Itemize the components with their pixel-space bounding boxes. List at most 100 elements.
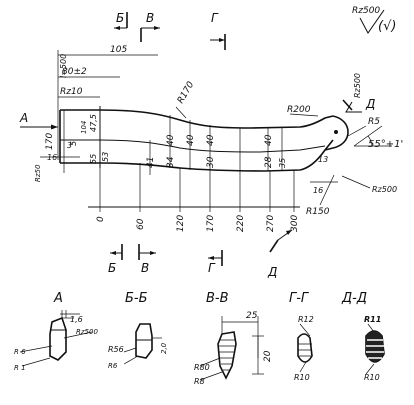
view-v-25: 25: [246, 311, 258, 321]
roughness-paren: (√): [378, 19, 396, 34]
view-v-r80: R80: [194, 363, 210, 372]
dim-80: 80±2: [62, 67, 87, 77]
view-b-b: [123, 323, 162, 365]
view-g-r10: R10: [294, 373, 310, 382]
roughness-mark-tip: [345, 101, 362, 113]
arrowhead: [286, 230, 292, 235]
x-pos-120: 120: [176, 215, 186, 232]
view-a-r6: R 6: [14, 348, 26, 356]
label-r150: R150: [306, 207, 330, 217]
x-position-ticks: [99, 163, 295, 212]
view-b-r56: R56: [108, 345, 124, 354]
section-title-v: В-В: [206, 291, 229, 306]
dim-40-b: 40: [186, 134, 196, 146]
section-title-b: Б-Б: [125, 291, 148, 306]
view-a-dim-1-6: 1,6: [70, 315, 83, 324]
dim-16: 16: [47, 153, 57, 162]
view-v-r8: R8: [194, 377, 205, 386]
label-angle: 55°+1': [368, 139, 403, 150]
view-v-20: 20: [263, 350, 273, 362]
section-title-a: А: [53, 291, 63, 306]
label-rz500: Rz500: [353, 73, 362, 98]
leader-r150: [319, 174, 335, 206]
view-v-v: [199, 316, 264, 381]
x-pos-270: 270: [266, 215, 276, 232]
dim-40-d: 40: [264, 134, 274, 146]
section-mark-b-top: Б: [116, 11, 124, 25]
dim-3: 3: [67, 141, 72, 150]
dim-5: 5: [69, 141, 78, 146]
leader-rz500: [341, 175, 371, 189]
dim-30: 30: [206, 156, 216, 168]
label-r5: R5: [368, 117, 380, 127]
arrowhead: [51, 124, 58, 130]
view-a-r1: R 1: [14, 364, 26, 372]
view-g-g: [297, 323, 313, 373]
profile-middle-line: [60, 139, 326, 153]
profile-upper-edge: [60, 109, 334, 129]
section-mark-g-bottom: Г: [208, 261, 216, 275]
arrowhead: [150, 251, 156, 255]
tip-center-point: [334, 130, 338, 134]
label-rz10: Rz10: [60, 87, 83, 97]
view-d-r10: R10: [364, 373, 380, 382]
section-mark-d-top: Д: [365, 97, 375, 111]
section-title-g: Г-Г: [289, 291, 310, 306]
section-mark-d-bottom: Д: [267, 265, 277, 279]
view-d-r11: R11: [364, 315, 381, 324]
label-r200: R200: [287, 105, 311, 115]
label-rz50: Rz50: [34, 164, 42, 182]
view-b-2-0: 2,0: [160, 342, 168, 354]
arrowhead: [154, 26, 160, 30]
section-mark-g-top: Г: [211, 11, 219, 25]
x-pos-170: 170: [206, 215, 216, 232]
dim-13: 13: [318, 155, 328, 164]
dim-105: 105: [110, 45, 127, 55]
arrowhead: [114, 26, 120, 30]
leader-r200: [289, 113, 319, 117]
roughness-check-symbol: [359, 9, 385, 34]
dim-104: 104: [80, 121, 88, 134]
label-r170: R170: [176, 80, 197, 106]
label-l500: l=500: [59, 54, 68, 78]
profile-tip: [324, 115, 349, 151]
roughness-value: Rz500: [352, 6, 380, 16]
view-g-r12: R12: [298, 315, 314, 324]
dim-28: 28: [264, 156, 274, 168]
arrowhead: [208, 256, 214, 260]
view-a: [19, 310, 93, 367]
mid-dimensions: [149, 115, 283, 175]
x-pos-220: 220: [236, 215, 246, 232]
dim-53: 53: [101, 152, 110, 162]
leader-r5: [347, 125, 367, 137]
label-rz500-lower: Rz500: [372, 185, 397, 194]
arrowhead: [110, 251, 116, 255]
view-b-r6: R6: [108, 362, 118, 370]
cut-line-d-bottom: [269, 239, 279, 253]
section-mark-v-top: В: [146, 11, 154, 25]
dim-170: 170: [45, 133, 55, 150]
dim-16-small: 16: [313, 186, 323, 195]
dim-47-5: 47,5: [89, 114, 98, 132]
cut-line-d: [342, 99, 353, 111]
section-mark-b-bottom: Б: [108, 261, 116, 275]
dim-40-a: 40: [166, 134, 176, 146]
dim-41: 41: [146, 157, 156, 168]
view-mark-a: А: [19, 111, 28, 125]
view-a-rz500: Rz500: [76, 328, 98, 336]
dim-55: 55: [89, 154, 98, 164]
dim-35: 35: [278, 158, 287, 168]
leader-r170: [175, 106, 187, 119]
x-pos-60: 60: [136, 218, 146, 230]
dim-40-c: 40: [206, 134, 216, 146]
x-pos-0: 0: [96, 216, 106, 222]
arrowhead: [219, 38, 225, 42]
x-pos-300: 300: [290, 215, 300, 232]
view-d-d: [365, 323, 385, 375]
section-mark-v-bottom: В: [141, 261, 149, 275]
angle-arc: [367, 135, 373, 147]
dim-34: 34: [166, 156, 176, 168]
profile-lower-edge: [60, 139, 334, 172]
section-title-d: Д-Д: [341, 291, 367, 306]
